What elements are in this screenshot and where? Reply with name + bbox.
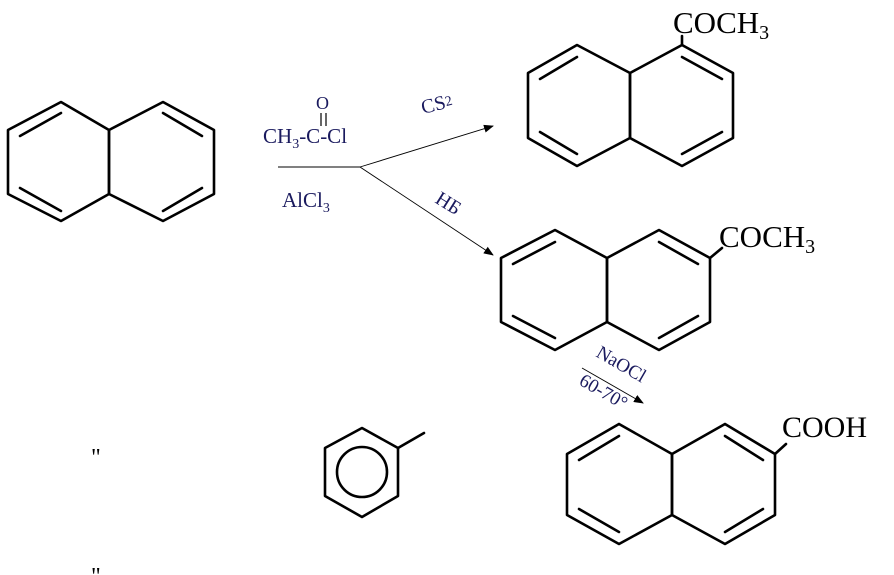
- product-1-left-ring: [526, 43, 632, 168]
- carbonyl-oxygen-label: O: [316, 93, 329, 113]
- product-2-substituent-bond: [708, 246, 724, 260]
- product-2-substituent-part-a: COCH: [719, 219, 805, 254]
- product-3-left-ring: [565, 422, 674, 546]
- naphthalene-right-ring: [107, 100, 216, 223]
- catalyst-subscript: 3: [323, 201, 330, 216]
- arrow-to-alpha-product: [359, 124, 494, 168]
- product-3-substituent-label: COOH: [782, 411, 867, 444]
- arrow-to-beta-product: [359, 166, 494, 256]
- product-2-inner-bond: [511, 240, 557, 266]
- solvent-cs2-label: CS2: [419, 90, 455, 119]
- catalyst-part-a: AlCl: [282, 188, 323, 212]
- quote-mark-1: ": [91, 445, 101, 471]
- product-1-inner-bond: [538, 55, 579, 81]
- acylation-reagents: O CH3-C-Cl AlCl3: [263, 93, 360, 216]
- product-3-naphthoic-acid: COOH: [565, 411, 867, 546]
- benzene-ring-icon: [323, 426, 426, 519]
- product-2-substituent-label: COCH3: [719, 219, 815, 258]
- product-1-substituent-subscript: 3: [759, 22, 769, 44]
- product-3-inner-bond: [723, 507, 765, 534]
- product-3-inner-bond: [577, 507, 621, 534]
- product-2-inner-bond: [657, 240, 700, 266]
- naphthalene-inner-bond: [161, 111, 204, 138]
- oxidation-arrow: [581, 367, 644, 404]
- product-1-inner-bond: [538, 130, 579, 156]
- product-2-inner-bond: [511, 314, 557, 340]
- product-3-right-ring: [670, 422, 777, 546]
- acyl-chloride-part-b: -C-Cl: [299, 124, 347, 148]
- product-3-inner-bond: [577, 434, 621, 462]
- naphthalene-starting-material: [6, 100, 216, 223]
- naphthalene-inner-bond: [18, 186, 63, 213]
- solvent-cs2-subscript: 2: [444, 94, 454, 110]
- product-1-substituent-label: COCH3: [673, 5, 769, 44]
- naphthalene-inner-bond: [18, 111, 63, 138]
- solvent-nitrobenzene-label: НБ: [431, 188, 465, 220]
- product-2-left-ring: [499, 228, 609, 352]
- product-1-right-ring: [628, 43, 735, 168]
- acyl-chloride-part-a: CH: [263, 124, 292, 148]
- benzene-substituent-bond: [396, 431, 426, 450]
- product-3-inner-bond: [723, 434, 765, 462]
- product-1-inner-bond: [680, 55, 724, 81]
- product-2-acetylnaphthalene: COCH3: [499, 219, 815, 352]
- acyl-chloride-label: CH3-C-Cl: [263, 124, 347, 152]
- product-1-inner-bond: [680, 130, 724, 156]
- naphthalene-left-ring: [6, 100, 111, 223]
- quote-mark-2: ": [91, 564, 101, 575]
- product-2-inner-bond: [657, 314, 700, 340]
- product-1-acetylnaphthalene: COCH3: [526, 5, 769, 168]
- product-2-substituent-subscript: 3: [805, 236, 815, 258]
- benzene-aromatic-circle: [335, 445, 389, 499]
- product-3-substituent-bond: [773, 442, 788, 456]
- acyl-chloride-subscript: 3: [292, 137, 299, 152]
- catalyst-label: AlCl3: [282, 188, 330, 216]
- product-2-right-ring: [605, 228, 712, 352]
- naphthalene-inner-bond: [161, 186, 204, 213]
- product-1-substituent-part-a: COCH: [673, 5, 759, 40]
